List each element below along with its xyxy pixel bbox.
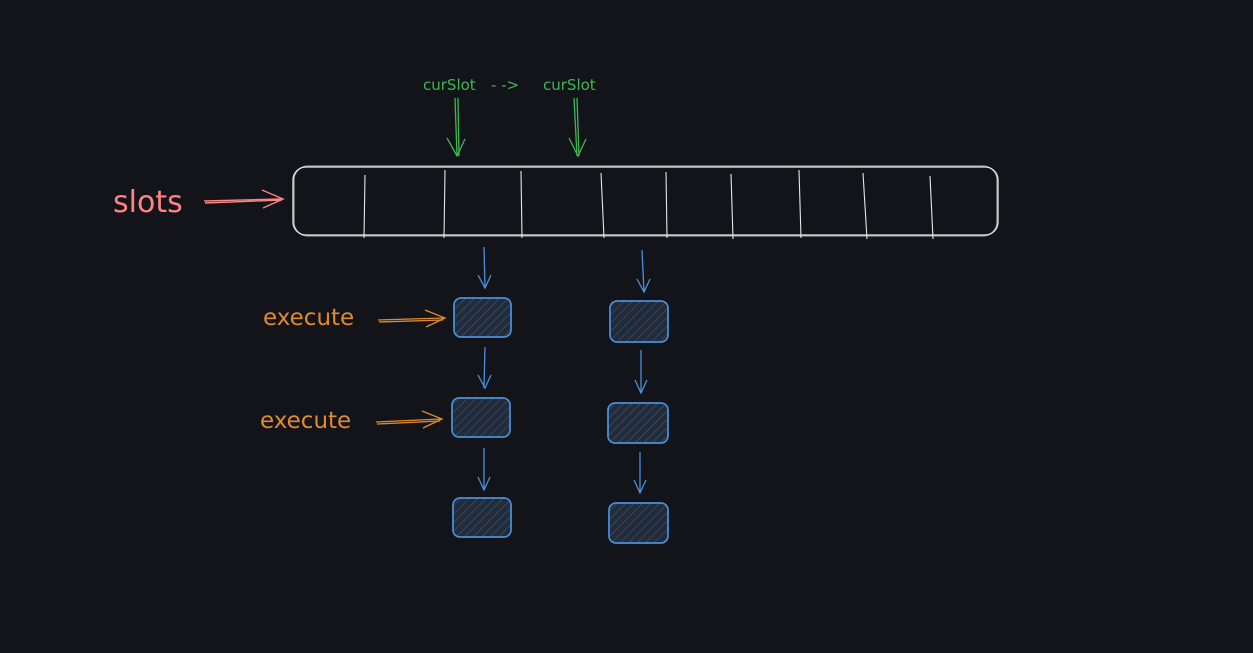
execute-label-1: execute — [263, 305, 354, 331]
curslot-to-pointer-arrow — [568, 97, 587, 158]
execute-pointer-arrow-2 — [375, 410, 444, 429]
task-link-arrow — [477, 448, 491, 492]
slot-to-task-arrow — [477, 246, 492, 290]
execute-label-2: execute — [260, 408, 351, 434]
curslot-from-label: curSlot — [423, 76, 476, 94]
task-box — [609, 300, 669, 343]
slots-label: slots — [113, 185, 183, 220]
slots-bar — [292, 165, 999, 237]
slot-dividers — [363, 169, 934, 240]
curslot-to-label: curSlot — [543, 76, 596, 94]
slots-pointer-arrow — [203, 189, 285, 209]
task-link-arrow — [633, 452, 647, 495]
task-box — [452, 497, 512, 538]
task-box — [607, 402, 669, 444]
curslot-from-pointer-arrow — [446, 97, 466, 158]
task-box — [451, 397, 511, 438]
task-column-1 — [451, 246, 512, 538]
task-link-arrow — [477, 346, 492, 390]
task-link-arrow — [634, 350, 648, 395]
execute-pointer-arrow-1 — [377, 309, 447, 328]
task-box — [608, 502, 669, 544]
curslot-transition-arrow: - -> — [491, 76, 519, 94]
task-box — [453, 297, 512, 338]
slot-to-task-arrow — [636, 249, 651, 294]
task-column-2 — [607, 249, 669, 544]
